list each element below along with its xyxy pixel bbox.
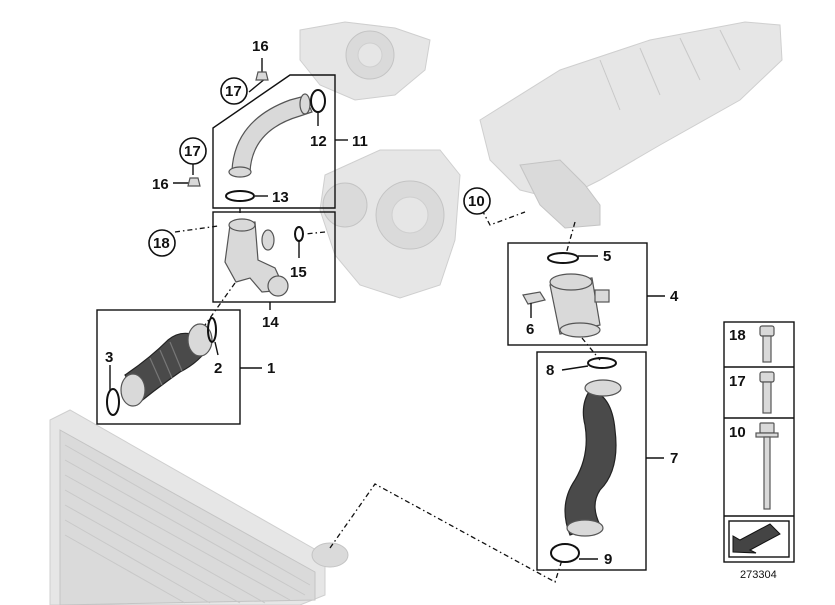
callout-14: 14 xyxy=(262,314,279,331)
callout-1: 1 xyxy=(267,360,275,377)
reference-number: 273304 xyxy=(740,569,777,581)
callout-17-top: 17 xyxy=(225,83,242,100)
rubber-hose-part xyxy=(120,323,213,407)
callout-18: 18 xyxy=(153,235,170,252)
callout-6: 6 xyxy=(526,321,534,338)
intake-manifold-ghost xyxy=(479,21,783,229)
fastener-16-left xyxy=(187,177,201,187)
fastener-16-top xyxy=(255,71,269,81)
direction-arrow-icon xyxy=(728,520,790,558)
hex-flange-bolt-icon xyxy=(755,422,779,510)
legend-label-17: 17 xyxy=(729,373,746,390)
seal-ring-5 xyxy=(547,252,579,264)
callout-17-left: 17 xyxy=(184,143,201,160)
callout-4: 4 xyxy=(670,288,679,305)
seal-ring-12 xyxy=(310,89,326,113)
group-7-box xyxy=(536,351,647,571)
circle-17-top xyxy=(220,77,248,105)
group-14-box xyxy=(212,211,336,303)
socket-head-screw-icon xyxy=(759,325,775,363)
sensor-housing-part xyxy=(522,273,610,338)
seal-ring-15 xyxy=(294,226,304,242)
group-1-box xyxy=(96,309,241,425)
turbocharger-lower-ghost xyxy=(319,149,461,299)
turbocharger-upper-ghost xyxy=(299,21,431,101)
circle-17-left xyxy=(179,137,207,165)
group-4-box xyxy=(507,242,648,346)
seal-ring-8 xyxy=(587,357,617,369)
group-11-box xyxy=(212,74,336,209)
y-adapter-part xyxy=(224,218,289,297)
seal-ring-9 xyxy=(550,543,580,563)
seal-ring-13 xyxy=(225,190,255,202)
callout-7: 7 xyxy=(670,450,678,467)
callout-9: 9 xyxy=(604,551,612,568)
callout-16-top: 16 xyxy=(252,38,269,55)
callout-2: 2 xyxy=(214,360,222,377)
callout-3: 3 xyxy=(105,349,113,366)
long-hose-part xyxy=(564,379,622,537)
callout-12: 12 xyxy=(310,133,327,150)
callout-11: 11 xyxy=(352,133,368,150)
callout-13: 13 xyxy=(272,189,289,206)
circle-10 xyxy=(463,187,491,215)
legend-label-18: 18 xyxy=(729,327,746,344)
connection-lines xyxy=(174,208,601,583)
seal-ring-2 xyxy=(207,317,217,343)
callout-15: 15 xyxy=(290,264,307,281)
circle-18 xyxy=(148,229,176,257)
callout-8: 8 xyxy=(546,362,554,379)
legend-panel: 18 17 10 273304 xyxy=(723,321,795,581)
callout-16-left: 16 xyxy=(152,176,169,193)
leader-lines xyxy=(109,58,665,560)
callout-5: 5 xyxy=(603,248,611,265)
legend-label-10: 10 xyxy=(729,424,746,441)
callout-labels: 16 17 12 11 17 16 13 18 15 14 3 2 1 10 5… xyxy=(105,38,679,568)
intercooler-ghost xyxy=(49,409,349,605)
seal-ring-3 xyxy=(106,388,120,416)
socket-head-screw-icon xyxy=(759,371,775,414)
charge-pipe-part xyxy=(228,93,313,178)
callout-10: 10 xyxy=(468,193,485,210)
